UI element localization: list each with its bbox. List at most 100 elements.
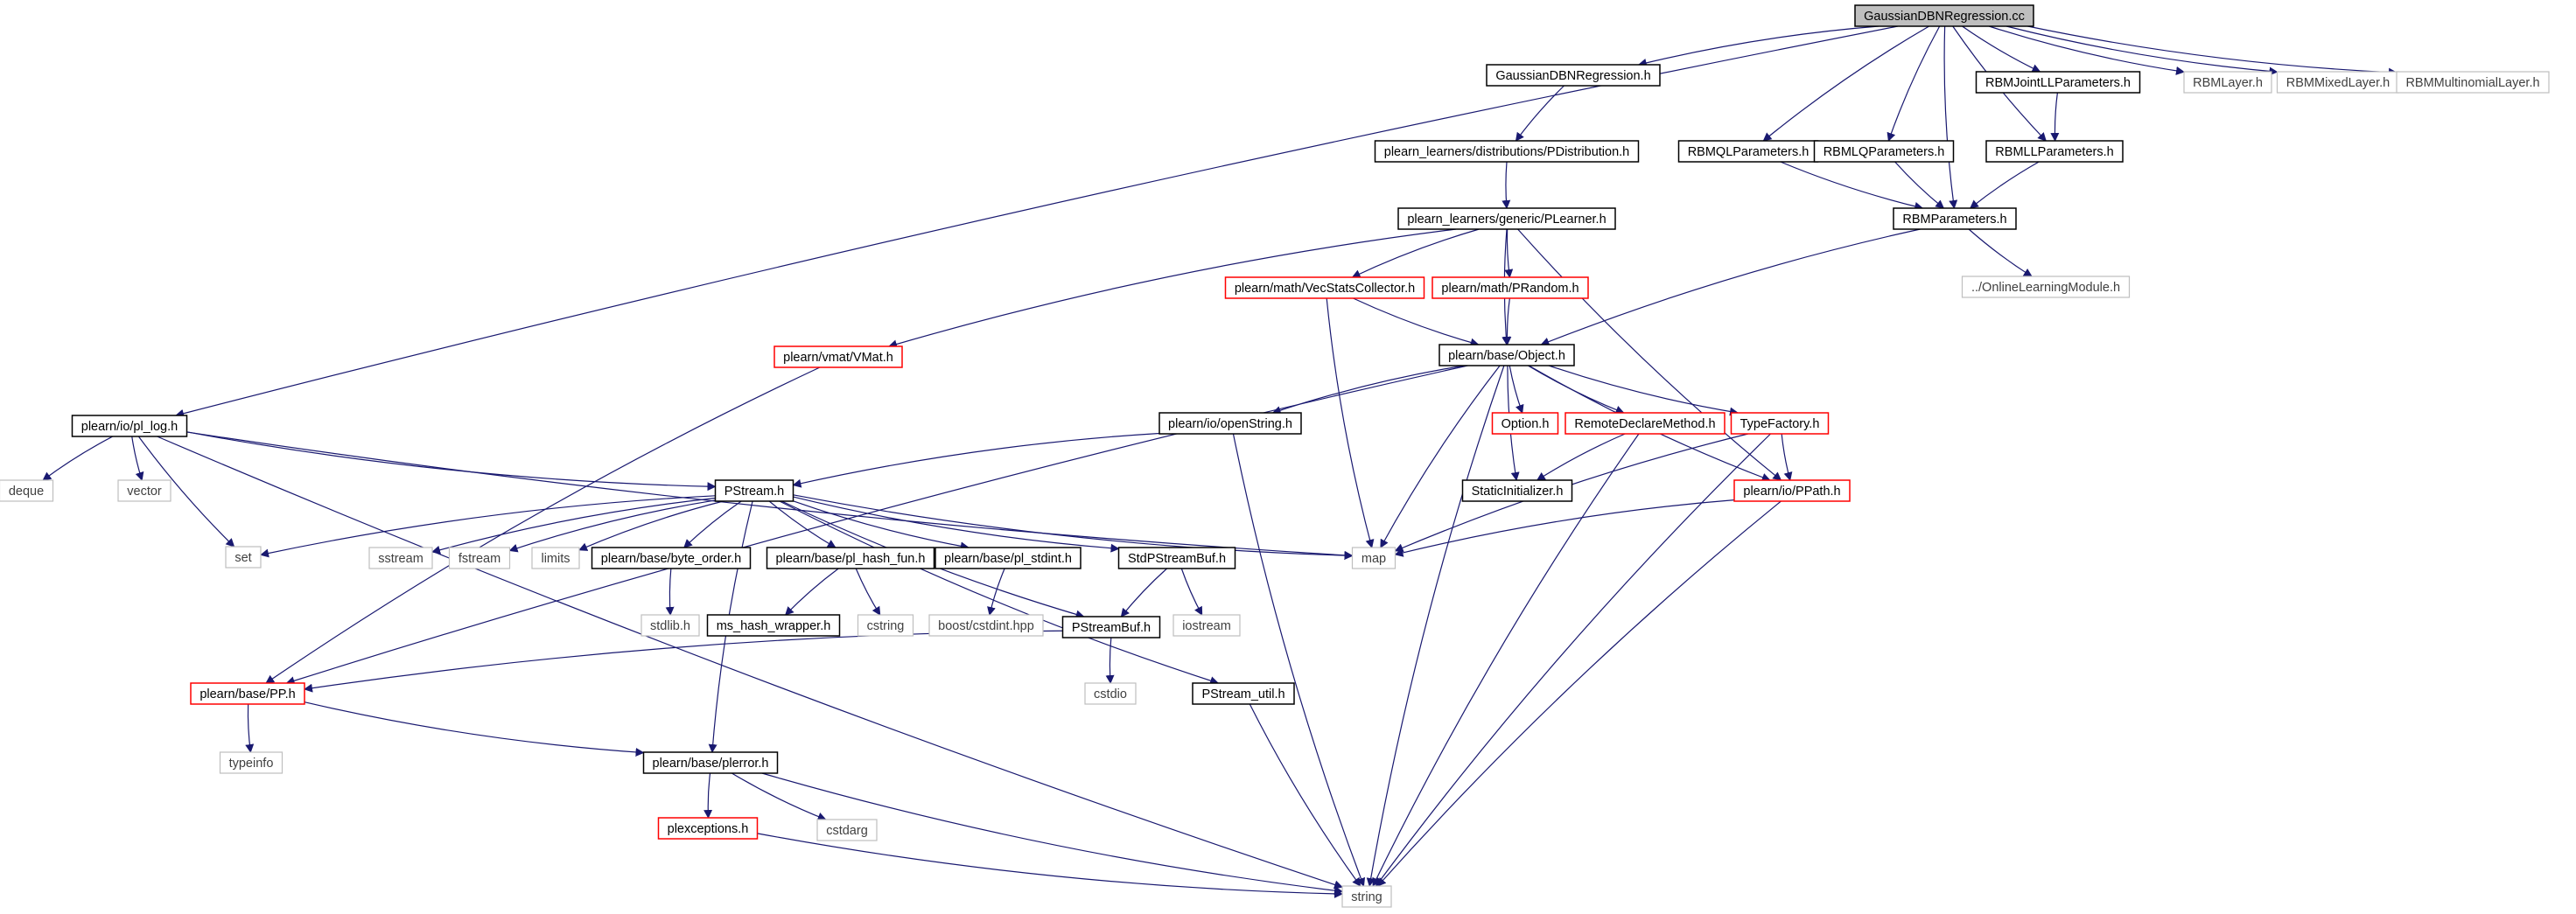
edge-stdpstreambuf-to-pstreambuf bbox=[1120, 568, 1168, 617]
edge-rbmqlparams-to-rbmparams bbox=[1780, 161, 1924, 211]
edge-plerror-to-plexceptions bbox=[704, 772, 713, 819]
edge-openstring-to-string bbox=[1232, 433, 1366, 887]
node-box bbox=[1084, 682, 1137, 705]
edge-object-to-option bbox=[1508, 365, 1524, 414]
node-string: string bbox=[1341, 885, 1392, 908]
node-pstreambuf[interactable]: PStreamBuf.h bbox=[1061, 616, 1161, 638]
edge-stdint-to-boostcstdint bbox=[987, 568, 1005, 616]
node-openstring[interactable]: plearn/io/openString.h bbox=[1158, 412, 1302, 435]
node-pdist[interactable]: plearn_learners/distributions/PDistribut… bbox=[1374, 140, 1640, 163]
node-box bbox=[1730, 412, 1830, 435]
node-label: stdlib.h bbox=[650, 619, 690, 633]
edge-remotedeclare-to-staticinit bbox=[1536, 433, 1626, 481]
node-box bbox=[71, 415, 188, 437]
node-plerror[interactable]: plearn/base/plerror.h bbox=[642, 751, 779, 774]
node-rbmjointll[interactable]: RBMJointLLParameters.h bbox=[1975, 71, 2141, 94]
edge-pstream-to-stdpstreambuf bbox=[793, 496, 1120, 553]
node-stdpstreambuf[interactable]: StdPStreamBuf.h bbox=[1117, 547, 1236, 569]
edge-remotedeclare-to-string bbox=[1372, 433, 1640, 887]
node-map: map bbox=[1351, 547, 1396, 569]
node-label: plearn/math/PRandom.h bbox=[1441, 282, 1578, 296]
node-pstreamutil[interactable]: PStream_util.h bbox=[1192, 682, 1295, 705]
node-label: set bbox=[234, 551, 251, 565]
node-stdint[interactable]: plearn/base/pl_stdint.h bbox=[934, 547, 1082, 569]
node-rbmparams[interactable]: RBMParameters.h bbox=[1893, 207, 2017, 230]
node-byteorder[interactable]: plearn/base/byte_order.h bbox=[591, 547, 752, 569]
node-gdbnr_h[interactable]: GaussianDBNRegression.h bbox=[1486, 64, 1661, 87]
node-label: GaussianDBNRegression.cc bbox=[1864, 10, 2025, 24]
node-label: ../OnlineLearningModule.h bbox=[1971, 281, 2120, 295]
edge-pstream-to-limits bbox=[578, 500, 724, 551]
node-typefactory[interactable]: TypeFactory.h bbox=[1730, 412, 1830, 435]
node-limits: limits bbox=[531, 547, 580, 569]
node-pp[interactable]: plearn/base/PP.h bbox=[190, 682, 305, 705]
edge-stdpstreambuf-to-iostream bbox=[1180, 568, 1203, 616]
node-box bbox=[531, 547, 580, 569]
node-rbmllparams[interactable]: RBMLLParameters.h bbox=[1985, 140, 2124, 163]
edge-vecstats-to-map bbox=[1326, 297, 1375, 548]
edge-pstream-to-pstreamutil bbox=[779, 500, 1220, 685]
node-fstream: fstream bbox=[448, 547, 511, 569]
edge-pl_log-to-pstream bbox=[186, 431, 717, 492]
node-box bbox=[1461, 479, 1573, 502]
edge-root-to-rbmparams bbox=[1943, 25, 1958, 209]
node-box bbox=[1172, 614, 1241, 637]
node-pl_log[interactable]: plearn/io/pl_log.h bbox=[71, 415, 188, 437]
edge-pp-to-plerror bbox=[304, 701, 645, 757]
node-label: plearn/base/PP.h bbox=[200, 687, 295, 701]
node-vecstats[interactable]: plearn/math/VecStatsCollector.h bbox=[1224, 276, 1425, 299]
node-plexceptions[interactable]: plexceptions.h bbox=[657, 817, 759, 840]
node-vmat[interactable]: plearn/vmat/VMat.h bbox=[774, 345, 903, 368]
edge-vecstats-to-object bbox=[1353, 297, 1480, 347]
node-label: RBMMultinomialLayer.h bbox=[2405, 76, 2539, 90]
edge-ppath-to-map bbox=[1394, 499, 1735, 557]
node-label: PStreamBuf.h bbox=[1072, 621, 1151, 635]
node-box bbox=[225, 546, 262, 569]
edge-pl_log-to-map bbox=[186, 431, 1354, 560]
node-box bbox=[774, 345, 903, 368]
nodes-layer: GaussianDBNRegression.ccGaussianDBNRegre… bbox=[0, 4, 2550, 908]
edge-plerror-to-cstdarg bbox=[732, 772, 827, 821]
node-box bbox=[1192, 682, 1295, 705]
node-iostream: iostream bbox=[1172, 614, 1241, 637]
node-vector: vector bbox=[117, 479, 172, 502]
node-box bbox=[1813, 140, 1955, 163]
edge-typefactory-to-ppath bbox=[1781, 433, 1793, 481]
edge-root-to-rbmmultinomial bbox=[2027, 25, 2398, 77]
node-box bbox=[368, 547, 433, 569]
node-label: plearn/io/openString.h bbox=[1168, 417, 1292, 431]
node-cstdarg: cstdarg bbox=[816, 819, 878, 841]
node-box bbox=[1854, 4, 2034, 27]
edge-pstream-to-hashfun bbox=[768, 500, 836, 548]
edge-rbmllparams-to-rbmparams bbox=[1969, 161, 2040, 209]
node-rbmlqparams[interactable]: RBMLQParameters.h bbox=[1813, 140, 1955, 163]
edges-layer bbox=[42, 25, 2398, 898]
node-box bbox=[117, 479, 172, 502]
node-root[interactable]: GaussianDBNRegression.cc bbox=[1854, 4, 2034, 27]
edge-hashfun-to-mshash bbox=[785, 568, 839, 616]
node-label: sstream bbox=[378, 552, 424, 566]
node-staticinit[interactable]: StaticInitializer.h bbox=[1461, 479, 1573, 502]
node-label: GaussianDBNRegression.h bbox=[1495, 69, 1650, 83]
node-object[interactable]: plearn/base/Object.h bbox=[1438, 344, 1575, 366]
edge-hashfun-to-cstring bbox=[855, 568, 881, 616]
node-rbmqlparams[interactable]: RBMQLParameters.h bbox=[1677, 140, 1819, 163]
node-pstream[interactable]: PStream.h bbox=[714, 479, 794, 502]
node-label: RBMParameters.h bbox=[1902, 213, 2006, 227]
node-label: plearn/base/pl_hash_fun.h bbox=[776, 552, 926, 566]
node-prandom[interactable]: plearn/math/PRandom.h bbox=[1432, 276, 1589, 299]
edge-plearner-to-vecstats bbox=[1351, 228, 1480, 278]
node-mshash[interactable]: ms_hash_wrapper.h bbox=[706, 614, 841, 637]
node-plearner[interactable]: plearn_learners/generic/PLearner.h bbox=[1397, 207, 1616, 230]
node-box bbox=[928, 614, 1044, 637]
node-hashfun[interactable]: plearn/base/pl_hash_fun.h bbox=[766, 547, 935, 569]
node-ppath[interactable]: plearn/io/PPath.h bbox=[1733, 479, 1851, 502]
node-label: RBMLQParameters.h bbox=[1824, 145, 1945, 159]
edge-byteorder-to-stdlib bbox=[665, 568, 675, 616]
node-label: plearn/io/pl_log.h bbox=[81, 420, 178, 434]
node-option[interactable]: Option.h bbox=[1491, 412, 1559, 435]
node-label: string bbox=[1351, 890, 1382, 904]
node-box bbox=[1564, 412, 1726, 435]
node-remotedeclare[interactable]: RemoteDeclareMethod.h bbox=[1564, 412, 1726, 435]
edge-pl_log-to-string bbox=[157, 436, 1343, 890]
